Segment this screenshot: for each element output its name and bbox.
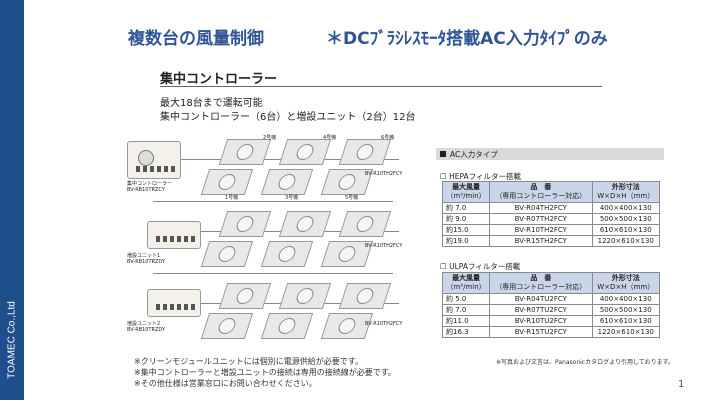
clean-module-unit [278,139,332,165]
table-row: 約 5.0 BV-R04TU2FCY 400×400×130 [441,293,660,305]
model-cell: BV-R15TH2FCY [489,235,593,247]
airflow-cell: 約19.0 [441,235,491,247]
dimension-cell: 500×500×130 [591,213,660,225]
airflow-cell: 約 9.0 [441,213,491,225]
clean-module-unit [278,283,332,309]
wire [153,201,393,202]
model-cell: BV-R07TU2FCY [489,304,593,316]
clean-module-unit [260,313,314,339]
extension-unit-2-label: 増設ユニット2 BV-RB10TRZDY [127,321,166,333]
clean-module-unit [200,169,254,195]
model-cell: BV-R15TU2FCY [489,326,593,338]
unit-number-label: 6号機 [381,135,395,141]
company-name: TOAMEC Co.,Ltd [6,301,18,379]
page-title: 複数台の風量制御 [128,29,264,49]
table-row: 約 7.0 BV-R04TH2FCY 400×400×130 [441,202,660,214]
controller-wiring-diagram: 集中コントローラー BV-RB10TRZCY 増設ユニット1 BV-RB10TR… [125,127,415,349]
unit-number-label: 5号機 [345,195,359,201]
wire [153,273,393,274]
clean-module-unit [218,139,272,165]
table-row: 約19.0 BV-R15TH2FCY 1220×610×130 [441,235,660,247]
photo-source-note: ※写真および文言は、Panasonicカタログより引用しております。 [496,359,675,366]
capacity-note: 最大18台まで運転可能 [160,98,263,109]
column-header: 品 番（専用コントローラー対応） [489,272,593,294]
model-cell: BV-R07TH2FCY [489,213,593,225]
column-header: 品 番（専用コントローラー対応） [489,181,593,203]
table-row: 約16.3 BV-R15TU2FCY 1220×610×130 [441,326,660,338]
footnote: ※集中コントローラーと増設ユニットの接続は専用の接続線が必要です。 [134,368,396,377]
button-row-icon [156,304,196,310]
clean-module-unit [200,241,254,267]
sidebar-band: TOAMEC Co.,Ltd [0,0,24,400]
unit-number-label: 1号機 [225,195,239,201]
model-cell: BV-R10TU2FCY [489,315,593,327]
clean-module-unit [278,211,332,237]
section-divider [160,86,602,87]
dimension-cell: 1220×610×130 [591,235,660,247]
dimension-cell: 610×610×130 [591,315,660,327]
table-row: 約 7.0 BV-R07TU2FCY 500×500×130 [441,304,660,316]
airflow-cell: 約16.3 [441,326,491,338]
table-row: 約 9.0 BV-R07TH2FCY 500×500×130 [441,213,660,225]
button-row-icon [156,236,196,242]
extension-unit-1-label: 増設ユニット1 BV-RB10TRZDY [127,253,166,265]
square-bullet-icon [440,151,446,157]
central-controller-label: 集中コントローラー BV-RB10TRZCY [127,181,173,193]
airflow-cell: 約 5.0 [441,293,491,305]
clean-module-unit [338,283,392,309]
ac-input-header [436,148,664,160]
model-cell: BV-R10TH2FCY [489,224,593,236]
unit-model-label: BV-R10TH2FCY [365,243,403,249]
unit-model-label: BV-R10TH2FCY [365,321,403,327]
column-header: 最大風量（m³/min） [441,181,491,203]
airflow-cell: 約11.0 [441,315,491,327]
dimension-cell: 1220×610×130 [591,326,660,338]
footnote: ※その他仕様は営業窓口にお問い合わせください。 [134,379,317,388]
clean-module-unit [218,283,272,309]
knob-icon [138,150,154,166]
airflow-cell: 約 7.0 [441,202,491,214]
clean-module-unit [218,211,272,237]
page-number: 1 [678,379,685,390]
unit-number-label: 4号機 [323,135,337,141]
clean-module-unit [200,313,254,339]
dimension-cell: 400×400×130 [591,202,660,214]
unit-model-label: BV-R10TH2FCY [365,171,403,177]
page-subtitle: ＊DCﾌﾞﾗｼﾚｽﾓｰﾀ搭載AC入力ﾀｲﾌﾟのみ [326,29,608,49]
dimension-cell: 500×500×130 [591,304,660,316]
central-controller [127,141,181,179]
airflow-cell: 約15.0 [441,224,491,236]
dimension-cell: 610×610×130 [591,224,660,236]
clean-module-unit [338,139,392,165]
airflow-cell: 約 7.0 [441,304,491,316]
model-cell: BV-R04TU2FCY [489,293,593,305]
hepa-caption: ☐ HEPAフィルター搭載 [440,172,522,181]
unit-number-label: 2号機 [263,135,277,141]
extension-unit-2 [147,289,201,317]
clean-module-unit [260,241,314,267]
button-row-icon [136,166,176,172]
ulpa-caption: ☐ ULPAフィルター搭載 [440,262,521,271]
footnotes: ※クリーンモジュールユニットには個別に電源供給が必要です。 ※集中コントローラー… [134,356,396,389]
table-row: 約11.0 BV-R10TU2FCY 610×610×130 [441,315,660,327]
model-cell: BV-R04TH2FCY [489,202,593,214]
table-row: 約15.0 BV-R10TH2FCY 610×610×130 [441,224,660,236]
clean-module-unit [338,211,392,237]
column-header: 最大風量（m³/min） [441,272,491,294]
unit-number-label: 3号機 [285,195,299,201]
dimension-cell: 400×400×130 [591,293,660,305]
ac-input-label: AC入力タイプ [450,150,498,159]
section-title: 集中コントローラー [160,72,278,87]
extension-unit-1 [147,221,201,249]
footnote: ※クリーンモジュールユニットには個別に電源供給が必要です。 [134,357,363,366]
clean-module-unit [260,169,314,195]
configuration-note: 集中コントローラー（6台）と増設ユニット（2台）12台 [160,112,416,123]
